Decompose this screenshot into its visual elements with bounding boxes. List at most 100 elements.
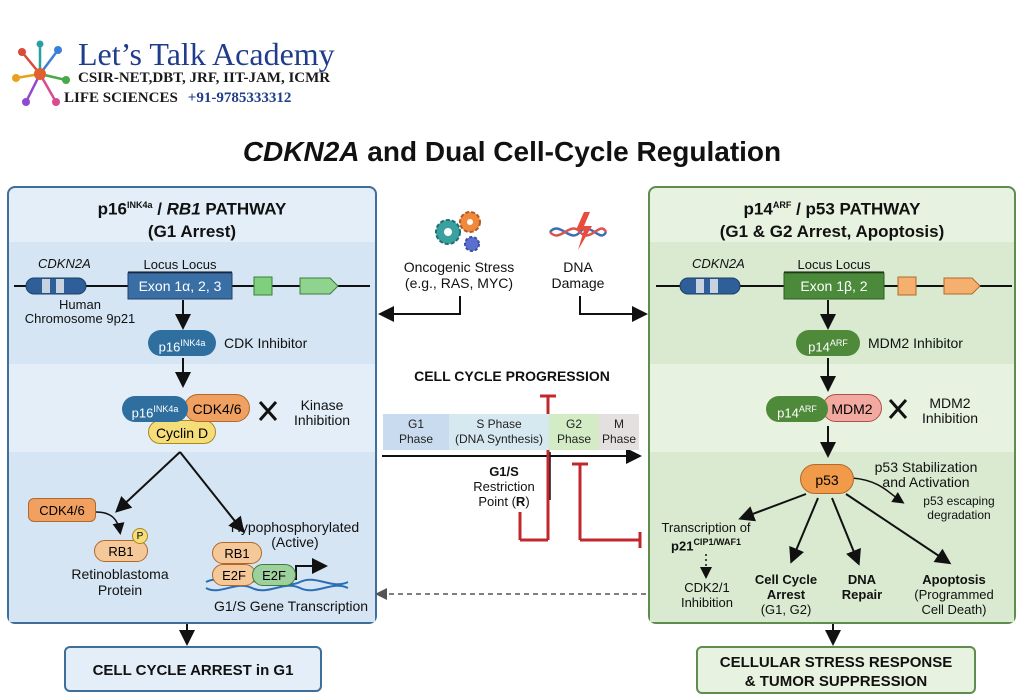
left-title-rest: PATHWAY bbox=[200, 199, 287, 219]
p16-protein: p16INK4a bbox=[148, 330, 216, 356]
rb1-active: RB1 bbox=[212, 542, 262, 564]
p14c-text: p14 bbox=[777, 405, 799, 421]
left-exon-label: Exon 1α, 2, 3 bbox=[138, 278, 222, 294]
stab-2: and Activation bbox=[882, 474, 970, 490]
title-rest: and Dual Cell-Cycle Regulation bbox=[359, 136, 782, 167]
kinase-2: Inhibition bbox=[293, 412, 351, 428]
output-stress-response: CELLULAR STRESS RESPONSE& TUMOR SUPPRESS… bbox=[696, 646, 976, 694]
logo-phone: +91-9785333312 bbox=[187, 90, 292, 106]
p16c-text: p16 bbox=[131, 405, 154, 421]
left-chrom-1: Human bbox=[59, 297, 101, 312]
restr-r: R bbox=[515, 494, 526, 509]
right-gene-label: CDKN2A bbox=[692, 256, 745, 271]
left-title-subtitle: (G1 Arrest) bbox=[147, 221, 237, 241]
right-title-rest: / p53 PATHWAY bbox=[791, 199, 921, 219]
stress-2: (e.g., RAS, MYC) bbox=[404, 275, 514, 291]
dna-damage-icon bbox=[549, 212, 608, 250]
logo-title: Let’s Talk Academy bbox=[78, 36, 335, 72]
p14-protein: p14ARF bbox=[796, 330, 860, 356]
left-exon-arrow bbox=[299, 277, 339, 295]
mdm2-inh-1: MDM2 bbox=[929, 395, 971, 411]
dna-2: Damage bbox=[551, 275, 605, 291]
apop-3: Cell Death) bbox=[921, 602, 987, 617]
trans-1: Transcription of bbox=[661, 520, 751, 535]
p16c-sup: INK4a bbox=[153, 404, 179, 414]
rb-name-2: Protein bbox=[97, 582, 143, 598]
mdm2-inh-2: Inhibition bbox=[921, 410, 979, 426]
oncogenic-stress-label: Oncogenic Stress(e.g., RAS, MYC) bbox=[398, 259, 520, 291]
right-exon-label: Exon 1β, 2 bbox=[800, 278, 868, 294]
arrest-1: Cell Cycle bbox=[754, 572, 818, 587]
page-title: CDKN2A and Dual Cell-Cycle Regulation bbox=[0, 136, 1024, 168]
title-gene: CDKN2A bbox=[242, 136, 360, 167]
right-title-subtitle: (G1 & G2 Arrest, Apoptosis) bbox=[719, 221, 945, 241]
restr-1: G1/S bbox=[489, 464, 519, 479]
phase-m-name: M bbox=[614, 417, 624, 431]
p14c-sup: ARF bbox=[798, 404, 817, 414]
p16-text: p16 bbox=[158, 339, 181, 355]
hypo-1: Hypophosphorylated bbox=[230, 519, 360, 535]
phase-s: S Phase(DNA Synthesis) bbox=[449, 414, 549, 450]
restr-3: Point ( bbox=[478, 494, 516, 509]
cyclin-d: Cyclin D bbox=[148, 420, 216, 444]
rb-name-1: Retinoblastoma bbox=[71, 566, 169, 582]
hypo-2: (Active) bbox=[271, 534, 319, 550]
cdk46-complex: CDK4/6 bbox=[184, 394, 250, 422]
g1s-transcription-label: G1/S Gene Transcription bbox=[214, 598, 369, 614]
p16-role: CDK Inhibitor bbox=[224, 335, 308, 351]
cdkinh-2: Inhibition bbox=[680, 595, 734, 610]
phase-m-sub: Phase bbox=[601, 432, 637, 446]
right-title-sup: ARF bbox=[772, 200, 792, 210]
left-panel-title: p16INK4a / RB1 PATHWAY (G1 Arrest) bbox=[9, 194, 375, 243]
phase-g2-sub: Phase bbox=[556, 432, 592, 446]
hypo-label: Hypophosphorylated(Active) bbox=[220, 520, 370, 550]
left-title-gene: RB1 bbox=[166, 199, 201, 219]
restr-end: ) bbox=[525, 494, 530, 509]
left-title-sup: INK4a bbox=[126, 200, 153, 210]
left-gene-label: CDKN2A bbox=[38, 256, 91, 271]
left-band-stripe-1 bbox=[42, 279, 50, 293]
repair-2: Repair bbox=[841, 587, 883, 602]
restr-2: Restriction bbox=[473, 479, 535, 494]
arrest-3: (G1, G2) bbox=[760, 602, 812, 617]
right-title-p14: p14 bbox=[743, 199, 773, 219]
rb1-phosphorylated: RB1 bbox=[94, 540, 148, 562]
out-right-1: CELLULAR STRESS RESPONSE bbox=[719, 654, 953, 671]
left-exon-box bbox=[127, 272, 233, 300]
mdm2-protein: MDM2 bbox=[822, 394, 882, 422]
phase-s-sub: (DNA Synthesis) bbox=[454, 432, 544, 446]
left-exon-small bbox=[253, 276, 273, 296]
p14-complex-protein: p14ARF bbox=[766, 396, 828, 422]
right-panel-title: p14ARF / p53 PATHWAY (G1 & G2 Arrest, Ap… bbox=[650, 194, 1014, 243]
academy-logo-icon bbox=[12, 40, 70, 106]
p14-role: MDM2 Inhibitor bbox=[868, 335, 963, 351]
p53-protein: p53 bbox=[800, 464, 854, 494]
phase-g1-name: G1 bbox=[407, 417, 424, 431]
right-exon-box bbox=[783, 272, 885, 300]
right-locus-label: Locus Locus bbox=[797, 257, 871, 272]
left-chrom-2: Chromosome 9p21 bbox=[24, 311, 136, 326]
apop-2: (Programmed bbox=[914, 587, 994, 602]
p14-text: p14 bbox=[808, 339, 830, 355]
left-title-sep: / bbox=[152, 199, 167, 219]
dna-1: DNA bbox=[563, 259, 593, 275]
left-band-bottom bbox=[9, 452, 375, 622]
cell-cycle-progression-label: CELL CYCLE PROGRESSION bbox=[414, 368, 610, 384]
left-title-p16: p16 bbox=[97, 199, 127, 219]
e2f-a: E2F bbox=[212, 564, 256, 586]
